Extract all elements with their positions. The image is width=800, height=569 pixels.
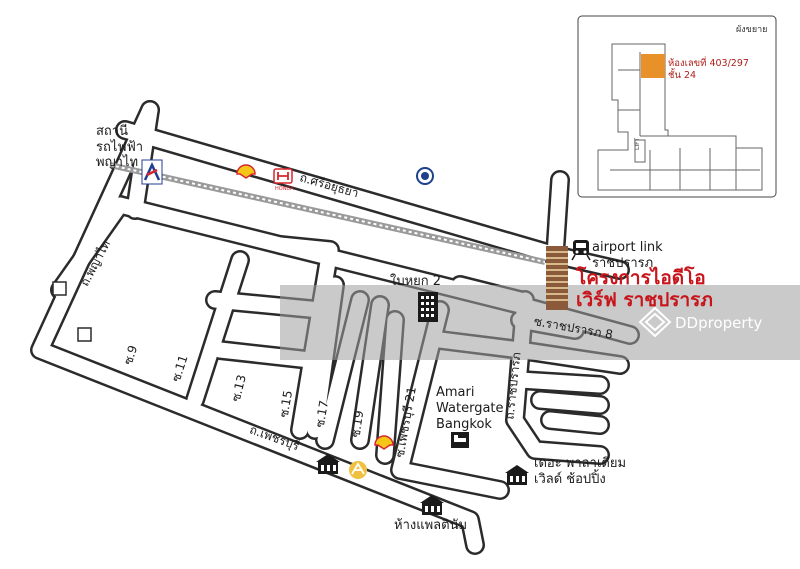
mall-icon-palladium — [505, 465, 529, 485]
bts-logo-icon — [141, 159, 163, 185]
road-label-soi-19: ซ.19 — [348, 409, 367, 439]
project-name-line1: โครงการไอดีโอ — [576, 267, 706, 289]
amari-label-line1: Amari — [436, 385, 475, 400]
landmark-square-1 — [52, 281, 67, 296]
airport-link-label-line1: airport link — [592, 240, 663, 255]
svg-text:HONDA: HONDA — [275, 186, 294, 192]
station-label-line3: พญาไท — [96, 155, 139, 170]
building-icon — [418, 292, 438, 322]
watermark-band — [280, 285, 800, 360]
amari-label-line2: Watergate — [436, 401, 504, 416]
landmark-square-2 — [77, 327, 92, 342]
mall-icon-platinum — [420, 495, 444, 515]
unit-floor-label: ชั้น 24 — [668, 70, 697, 81]
baiyoke-label: ใบหยก 2 — [390, 274, 442, 289]
unit-number-label: ห้องเลขที่ 403/297 — [668, 58, 749, 69]
bank-icon — [349, 461, 367, 479]
ddproperty-logo-icon — [638, 306, 672, 338]
bed-icon — [451, 432, 469, 448]
station-label-line2: รถไฟฟ้า — [96, 140, 144, 155]
mall-icon — [316, 454, 340, 474]
airport-rail-line — [109, 162, 546, 265]
amari-label-line3: Bangkok — [436, 417, 492, 432]
station-label-line1: สถานี — [96, 124, 128, 139]
shell-icon-2 — [374, 435, 394, 450]
shell-icon — [236, 164, 256, 179]
palladium-label-line2: เวิลด์ ช้อปปิ้ง — [534, 472, 606, 487]
airport-link-label-line2: ราชปรารภ — [592, 256, 654, 271]
inset-title: ผังขยาย — [736, 25, 768, 35]
inset-floorplan — [577, 15, 777, 198]
train-icon — [571, 240, 591, 261]
mrt-icon — [416, 167, 434, 185]
pantip-label: ห้างแพลตินัม — [394, 518, 468, 533]
honda-icon: HONDA — [273, 168, 294, 192]
project-name-line2: เวิร์ฟ ราชปรารภ — [576, 289, 713, 311]
watermark-text: DDproperty — [675, 314, 763, 332]
palladium-label-line1: เดอะ พาลาเดียม — [534, 456, 627, 471]
lift-label: LIFT — [634, 137, 641, 150]
project-building-icon — [546, 246, 568, 310]
